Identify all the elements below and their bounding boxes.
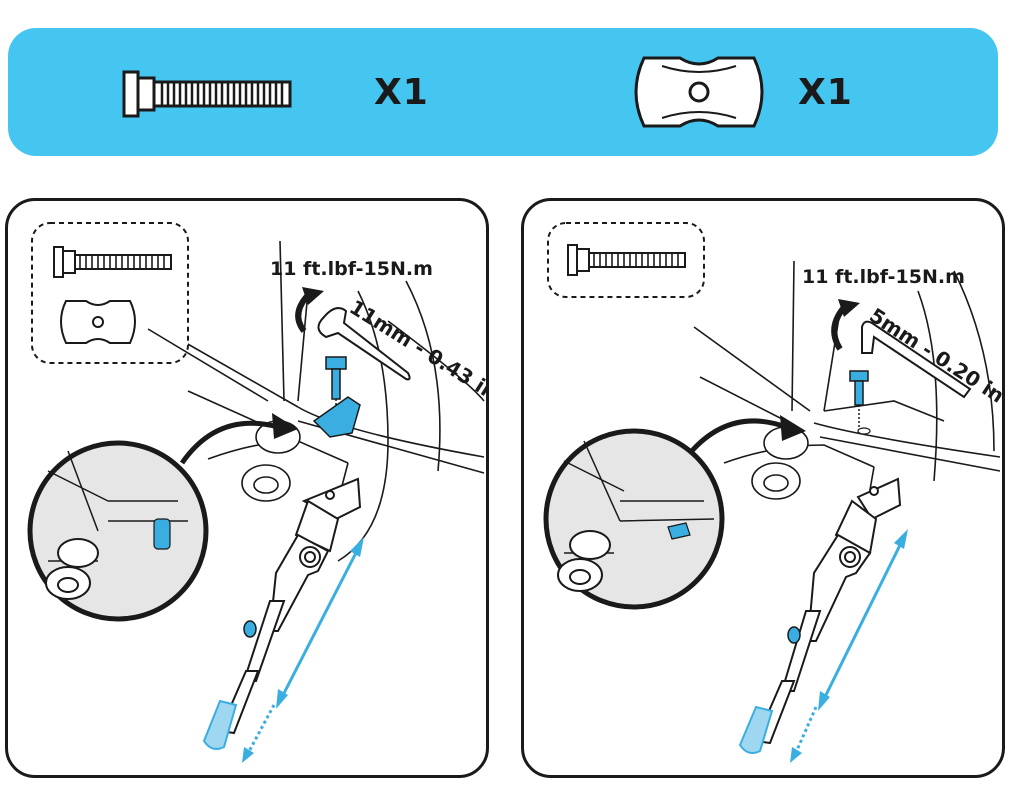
- zoom-detail: [543, 428, 725, 610]
- small-bolt-icon: [53, 246, 172, 278]
- small-bolt-icon: [567, 244, 686, 276]
- stand-foot: [202, 699, 238, 750]
- zoom-arrow: [179, 420, 279, 465]
- retract-arrow: [244, 704, 276, 758]
- zoom-arrow: [688, 418, 787, 455]
- step-panel-left: 11 ft.lbf-15N.m 11mm - 0.43 in: [5, 198, 489, 778]
- torque-label: 11 ft.lbf-15N.m: [802, 266, 965, 288]
- extend-arrow: [820, 536, 906, 704]
- wrench-icon: [317, 307, 411, 381]
- bolt-quantity: X1: [374, 72, 429, 113]
- retract-arrow: [792, 706, 818, 758]
- small-plate-icon: [60, 300, 136, 344]
- bike-frame: [693, 260, 1001, 502]
- stand-grommet: [243, 620, 257, 638]
- kickstand: [218, 477, 362, 735]
- zoom-detail: [27, 440, 209, 622]
- stand-grommet: [787, 626, 801, 644]
- torque-label: 11 ft.lbf-15N.m: [270, 258, 433, 280]
- stand-foot: [738, 705, 774, 754]
- mounting-plate: [312, 396, 361, 438]
- plate-quantity: X1: [798, 72, 853, 113]
- extend-arrow: [278, 544, 362, 702]
- kickstand: [754, 477, 902, 745]
- step-panel-right: 11 ft.lbf-15N.m 5mm - 0.20 in: [521, 198, 1005, 778]
- bolt-icon: [122, 70, 292, 118]
- tool-size-label: 5mm - 0.20 in: [865, 303, 1002, 408]
- plate-icon: [634, 56, 764, 128]
- parts-banner: X1 X1: [8, 28, 998, 156]
- mounting-bolt: [849, 370, 871, 435]
- hex-key-icon: [861, 320, 972, 399]
- mounting-bolt: [325, 356, 347, 413]
